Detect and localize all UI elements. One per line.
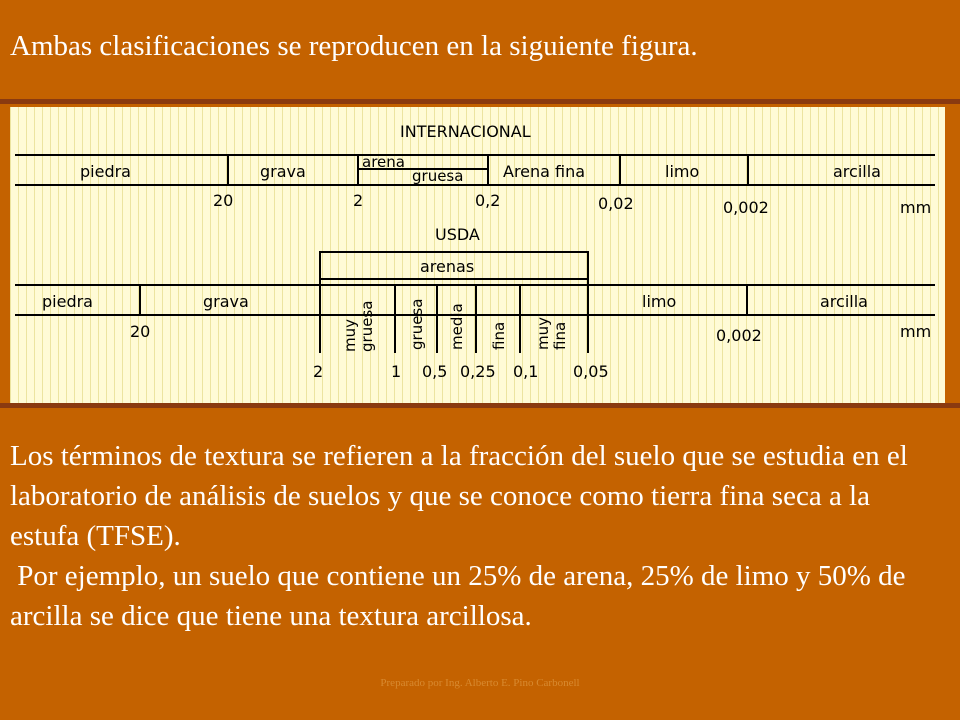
usda-group-arenas: arenas	[420, 257, 474, 276]
usda-class-arcilla: arcilla	[820, 292, 868, 311]
int-class-arcilla: arcilla	[833, 162, 881, 181]
int-class-arena-fina: Arena fina	[503, 162, 585, 181]
internacional-heading: INTERNACIONAL	[400, 122, 531, 141]
int-limit-0-2: 0,2	[475, 191, 500, 210]
usda-heading: USDA	[435, 225, 480, 244]
footer-credit: Preparado por Ing. Alberto E. Pino Carbo…	[380, 677, 580, 689]
usda-sand-media: media	[448, 303, 466, 350]
top-divider	[0, 99, 960, 104]
int-limit-20: 20	[213, 191, 233, 210]
slide-title: Ambas clasificaciones se reproducen en l…	[10, 30, 698, 62]
usda-sand-fina: fina	[490, 322, 508, 350]
usda-sand-gruesa: gruesa	[408, 299, 426, 350]
usda-sand-limit-0-05: 0,05	[573, 362, 609, 381]
paragraph-example: Por ejemplo, un suelo que contiene un 25…	[10, 560, 913, 632]
usda-limit-0-002: 0,002	[716, 326, 762, 345]
usda-sand-gruesa-line1: gruesa	[408, 299, 426, 350]
usda-sand-limit-0-1: 0,1	[513, 362, 538, 381]
usda-sand-limit-0-25: 0,25	[460, 362, 496, 381]
usda-sand-muy-gruesa-line2: gruesa	[358, 301, 376, 352]
int-class-gruesa: gruesa	[412, 167, 463, 185]
usda-limit-20: 20	[130, 322, 150, 341]
bottom-divider	[0, 403, 960, 408]
usda-class-grava: grava	[203, 292, 249, 311]
classification-diagram: INTERNACIONAL piedra grava arena gruesa …	[15, 122, 935, 381]
int-limit-0-02: 0,02	[598, 194, 634, 213]
usda-sand-media-line1: media	[448, 303, 466, 350]
usda-sand-muy-gruesa-line1: muy	[341, 319, 359, 352]
int-class-grava: grava	[260, 162, 306, 181]
paragraph-tfse: Los términos de textura se refieren a la…	[10, 440, 908, 552]
int-class-arena: arena	[362, 153, 405, 171]
usda-sand-limit-0-5: 0,5	[422, 362, 447, 381]
usda-class-limo: limo	[642, 292, 676, 311]
usda-unit-mm: mm	[900, 322, 931, 341]
usda-sand-limit-1: 1	[391, 362, 401, 381]
usda-sand-muy-fina-line2: fina	[551, 322, 569, 350]
int-class-limo: limo	[665, 162, 699, 181]
usda-sand-muy-fina-line1: muy	[534, 317, 552, 350]
usda-sand-muy-gruesa: muy gruesa	[341, 301, 376, 352]
usda-sand-fina-line1: fina	[490, 322, 508, 350]
usda-sand-limit-2: 2	[313, 362, 323, 381]
int-limit-2: 2	[353, 191, 363, 210]
int-limit-0-002: 0,002	[723, 198, 769, 217]
usda-sand-muy-fina: muy fina	[534, 317, 569, 350]
body-text: Los términos de textura se refieren a la…	[10, 436, 940, 636]
usda-class-piedra: piedra	[42, 292, 93, 311]
int-class-piedra: piedra	[80, 162, 131, 181]
int-unit-mm: mm	[900, 198, 931, 217]
texture-classification-figure: INTERNACIONAL piedra grava arena gruesa …	[10, 107, 945, 403]
